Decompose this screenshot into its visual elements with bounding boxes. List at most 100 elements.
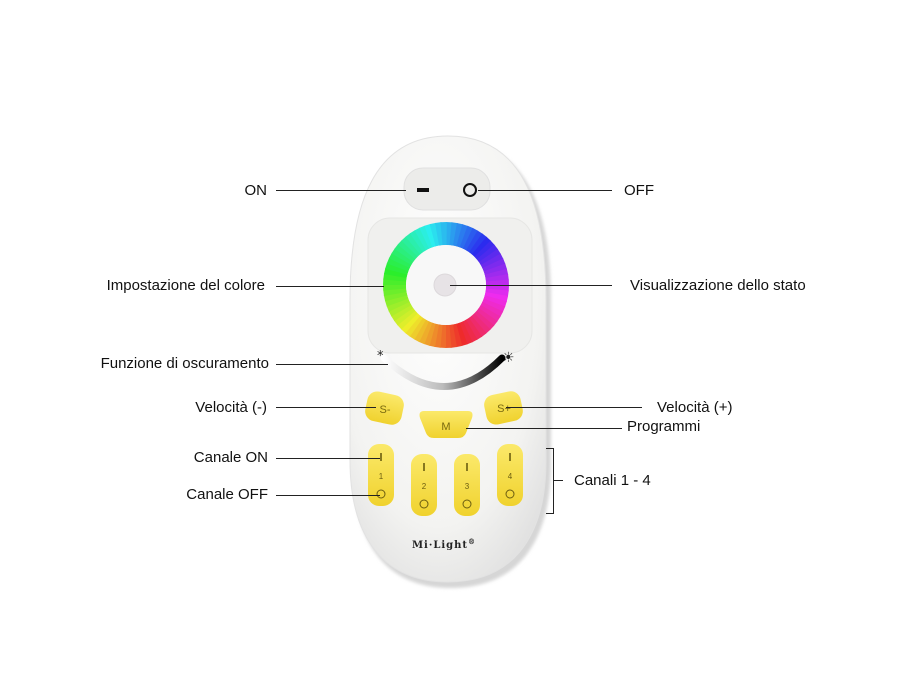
on-button-icon [417, 188, 429, 192]
color-wheel-segment [419, 225, 433, 249]
leader-channel-on [276, 458, 380, 459]
leader-speed-plus [506, 407, 642, 408]
label-off: OFF [624, 182, 654, 199]
color-wheel-segment [485, 285, 509, 292]
color-wheel-segment [383, 267, 408, 279]
color-wheel-segment [405, 232, 424, 255]
color-wheel-segment [409, 317, 426, 340]
color-wheel-segment [473, 310, 495, 331]
label-status-display: Visualizzazione dello stato [630, 277, 806, 294]
color-wheel-segment [476, 307, 498, 327]
color-wheel-segment [429, 222, 440, 247]
color-wheel-segment [446, 222, 453, 246]
leader-channel-off [276, 495, 380, 496]
color-wheel-segment [452, 323, 463, 348]
leader-speed-minus [276, 407, 376, 408]
mode-label: M [441, 421, 450, 433]
channel-off-icon [376, 489, 386, 499]
label-channel-on: Canale ON [193, 449, 268, 466]
color-wheel-segment [394, 243, 416, 263]
label-dimming: Funzione di oscuramento [100, 355, 269, 372]
color-wheel-segment [418, 321, 433, 345]
label-programs: Programmi [627, 418, 701, 435]
channel-number: 1 [379, 472, 384, 481]
color-wheel-segment [484, 268, 509, 279]
label-color-setting: Impostazione del colore [106, 277, 265, 294]
color-wheel-segment [471, 236, 492, 258]
label-on: ON [244, 182, 268, 199]
channel-on-icon [509, 453, 511, 461]
channel-off-icon [419, 499, 429, 509]
color-wheel-segment [476, 244, 499, 263]
color-wheel-segment [485, 279, 509, 286]
color-wheel-segment [384, 294, 409, 307]
leader-on [276, 190, 406, 191]
color-wheel-segment [434, 324, 443, 348]
color-wheel-segment [484, 291, 509, 303]
color-wheel-segment [482, 258, 506, 272]
color-wheel-segment [404, 315, 424, 337]
leader-programs [466, 428, 622, 429]
color-wheel-segment [480, 253, 504, 269]
color-wheel-segment [388, 301, 412, 317]
color-wheel-segment [397, 239, 419, 260]
color-wheel-segment [468, 233, 488, 255]
color-wheel-segment [400, 312, 421, 334]
channel-on-icon [466, 463, 468, 471]
color-wheel-segment [474, 240, 495, 260]
color-wheel-segment [485, 288, 509, 297]
leader-off [478, 190, 612, 191]
channel-button-2[interactable] [411, 454, 437, 516]
color-wheel-segment [468, 315, 487, 338]
channel-button-4[interactable] [497, 444, 523, 506]
color-wheel-segment [462, 227, 479, 251]
channel-on-icon [380, 453, 382, 461]
color-wheel-segment [413, 319, 430, 343]
color-wheel-segment [478, 305, 501, 322]
channel-button-3[interactable] [454, 454, 480, 516]
channel-on-icon [423, 463, 425, 471]
color-wheel-segment [386, 257, 410, 272]
off-button-icon [463, 183, 477, 197]
color-wheel-segment [459, 225, 474, 249]
label-speed-minus: Velocità (-) [195, 399, 267, 416]
leader-dimming [276, 364, 388, 365]
color-wheel-segment [471, 313, 491, 334]
color-wheel[interactable] [383, 222, 509, 348]
label-channel-off: Canale OFF [186, 486, 268, 503]
color-wheel-segment [440, 222, 447, 246]
color-wheel-segment [386, 298, 410, 312]
color-wheel-segment [483, 295, 507, 308]
speed-minus-button[interactable] [363, 390, 405, 427]
color-wheel-segment [462, 319, 478, 343]
color-wheel-segment [409, 230, 427, 253]
channel-off-icon [505, 489, 515, 499]
label-channels: Canali 1 - 4 [574, 472, 651, 489]
label-speed-plus: Velocità (+) [657, 399, 733, 416]
channel-number: 3 [465, 482, 470, 491]
color-wheel-segment [385, 262, 409, 275]
mode-button[interactable] [419, 411, 473, 438]
brand-logo: Mi·Light® [412, 537, 476, 551]
color-wheel-segment [388, 252, 412, 269]
color-wheel-segment [459, 321, 473, 345]
speed-plus-button[interactable] [482, 389, 524, 426]
color-wheel-segment [383, 278, 407, 285]
color-wheel-segment [401, 236, 421, 257]
color-wheel-segment [428, 323, 440, 348]
color-wheel-segment [423, 322, 436, 346]
dimming-slider[interactable] [380, 354, 506, 390]
channel-number: 4 [508, 472, 513, 481]
color-wheel-segment [466, 230, 483, 253]
color-wheel-segment [391, 248, 414, 265]
color-wheel-segment [449, 222, 458, 246]
color-wheel-segment [439, 324, 446, 348]
channels-bracket [546, 448, 554, 514]
color-wheel-segment [478, 248, 501, 266]
color-wheel-segment [383, 291, 408, 302]
color-wheel-segment [482, 298, 506, 313]
color-wheel-segment [383, 273, 407, 282]
channel-button-1[interactable] [368, 444, 394, 506]
